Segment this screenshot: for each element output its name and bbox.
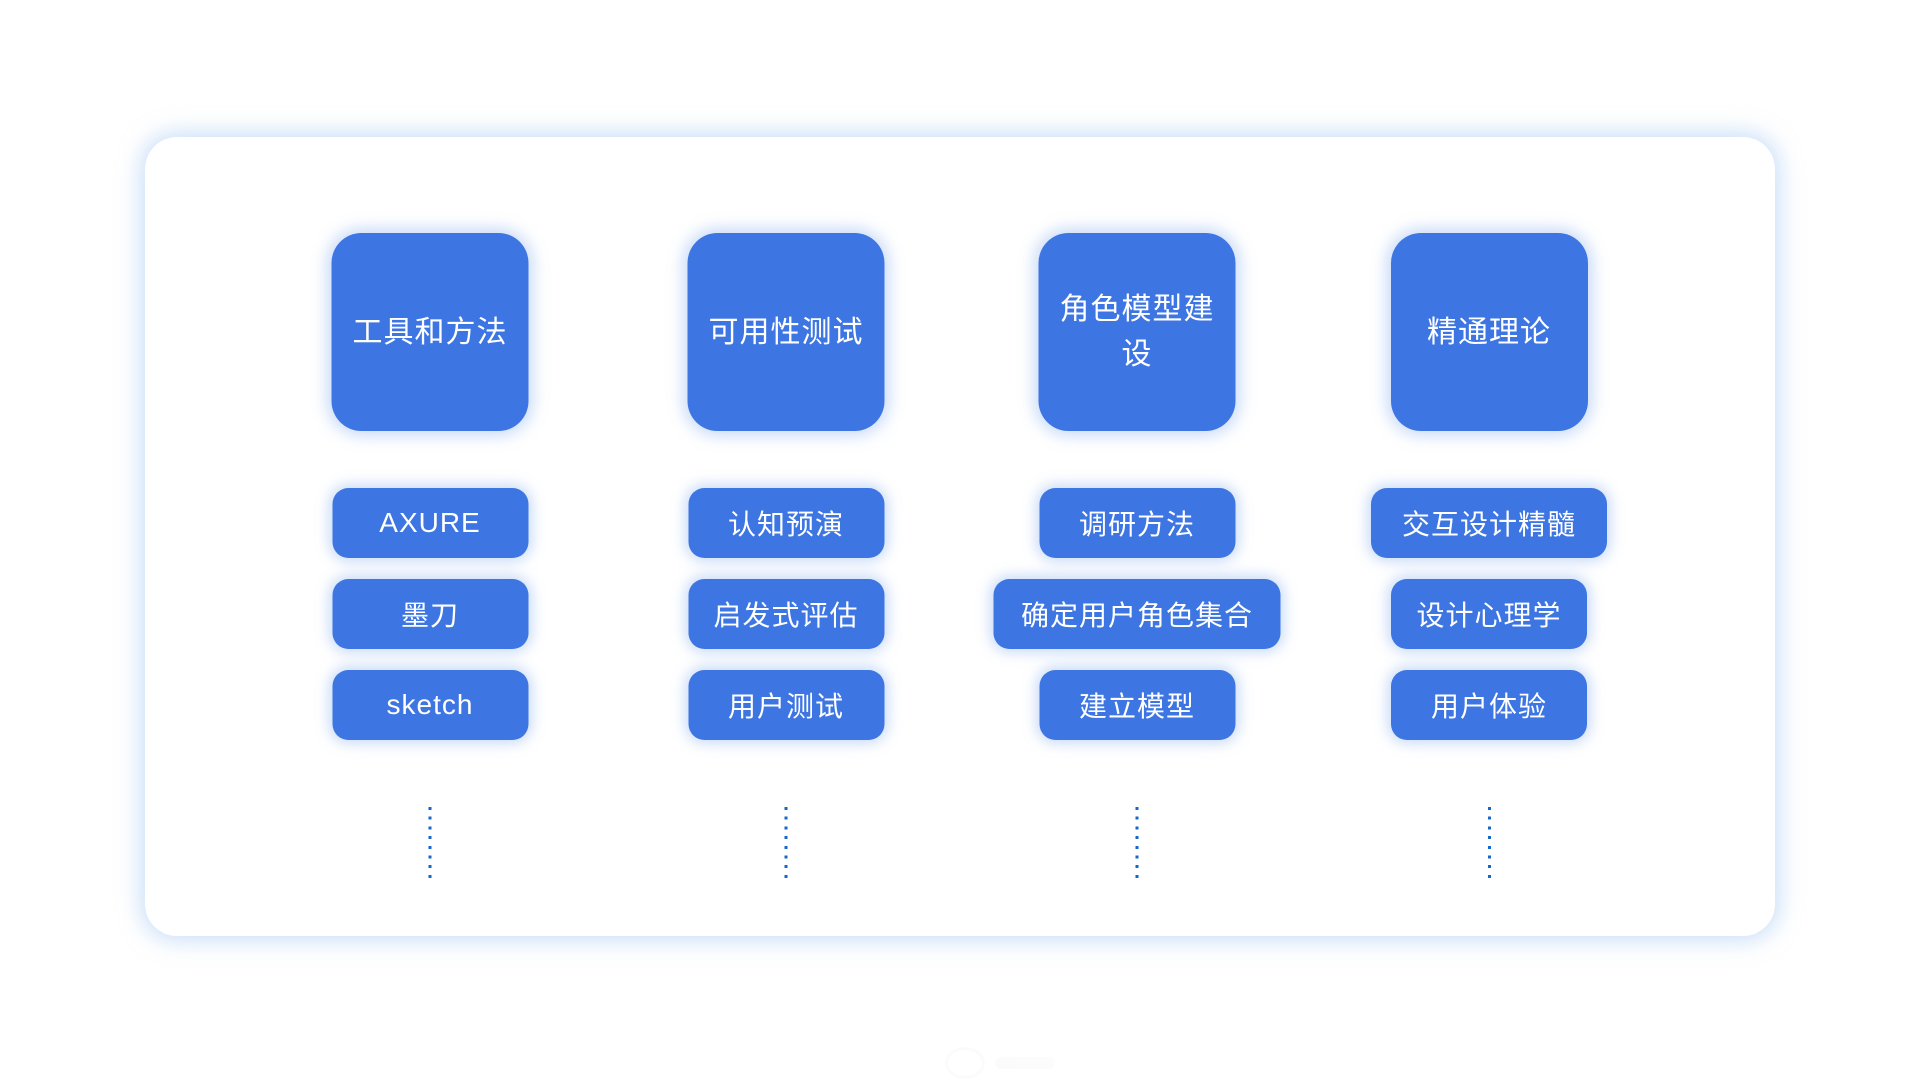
node-item-heuristic-evaluation[interactable]: 启发式评估 — [688, 579, 884, 649]
dotted-continuation-line — [428, 807, 432, 878]
node-title-master-theory[interactable]: 精通理论 — [1390, 233, 1588, 431]
node-item-sketch[interactable]: sketch — [332, 670, 528, 740]
node-item-build-model[interactable]: 建立模型 — [1039, 670, 1235, 740]
watermark — [945, 1047, 1125, 1079]
node-item-user-experience[interactable]: 用户体验 — [1391, 670, 1587, 740]
node-item-modao[interactable]: 墨刀 — [332, 579, 528, 649]
column-persona-model-building: 角色模型建设 调研方法 确定用户角色集合 建立模型 — [993, 233, 1281, 878]
dotted-continuation-line — [784, 807, 788, 878]
node-item-essence-of-interaction-design[interactable]: 交互设计精髓 — [1371, 488, 1607, 558]
dotted-continuation-line — [1487, 807, 1491, 878]
node-item-design-psychology[interactable]: 设计心理学 — [1391, 579, 1587, 649]
node-title-tools-and-methods[interactable]: 工具和方法 — [331, 233, 529, 431]
column-tools-and-methods: 工具和方法 AXURE 墨刀 sketch — [331, 233, 529, 878]
node-title-persona-model-building[interactable]: 角色模型建设 — [1038, 233, 1236, 431]
column-master-theory: 精通理论 交互设计精髓 设计心理学 用户体验 — [1371, 233, 1607, 878]
node-item-user-testing[interactable]: 用户测试 — [688, 670, 884, 740]
node-title-usability-testing[interactable]: 可用性测试 — [687, 233, 885, 431]
node-item-axure[interactable]: AXURE — [332, 488, 528, 558]
column-usability-testing: 可用性测试 认知预演 启发式评估 用户测试 — [687, 233, 885, 878]
node-item-define-user-persona-set[interactable]: 确定用户角色集合 — [993, 579, 1281, 649]
node-item-cognitive-walkthrough[interactable]: 认知预演 — [688, 488, 884, 558]
node-item-research-methods[interactable]: 调研方法 — [1039, 488, 1235, 558]
dotted-continuation-line — [1135, 807, 1139, 878]
